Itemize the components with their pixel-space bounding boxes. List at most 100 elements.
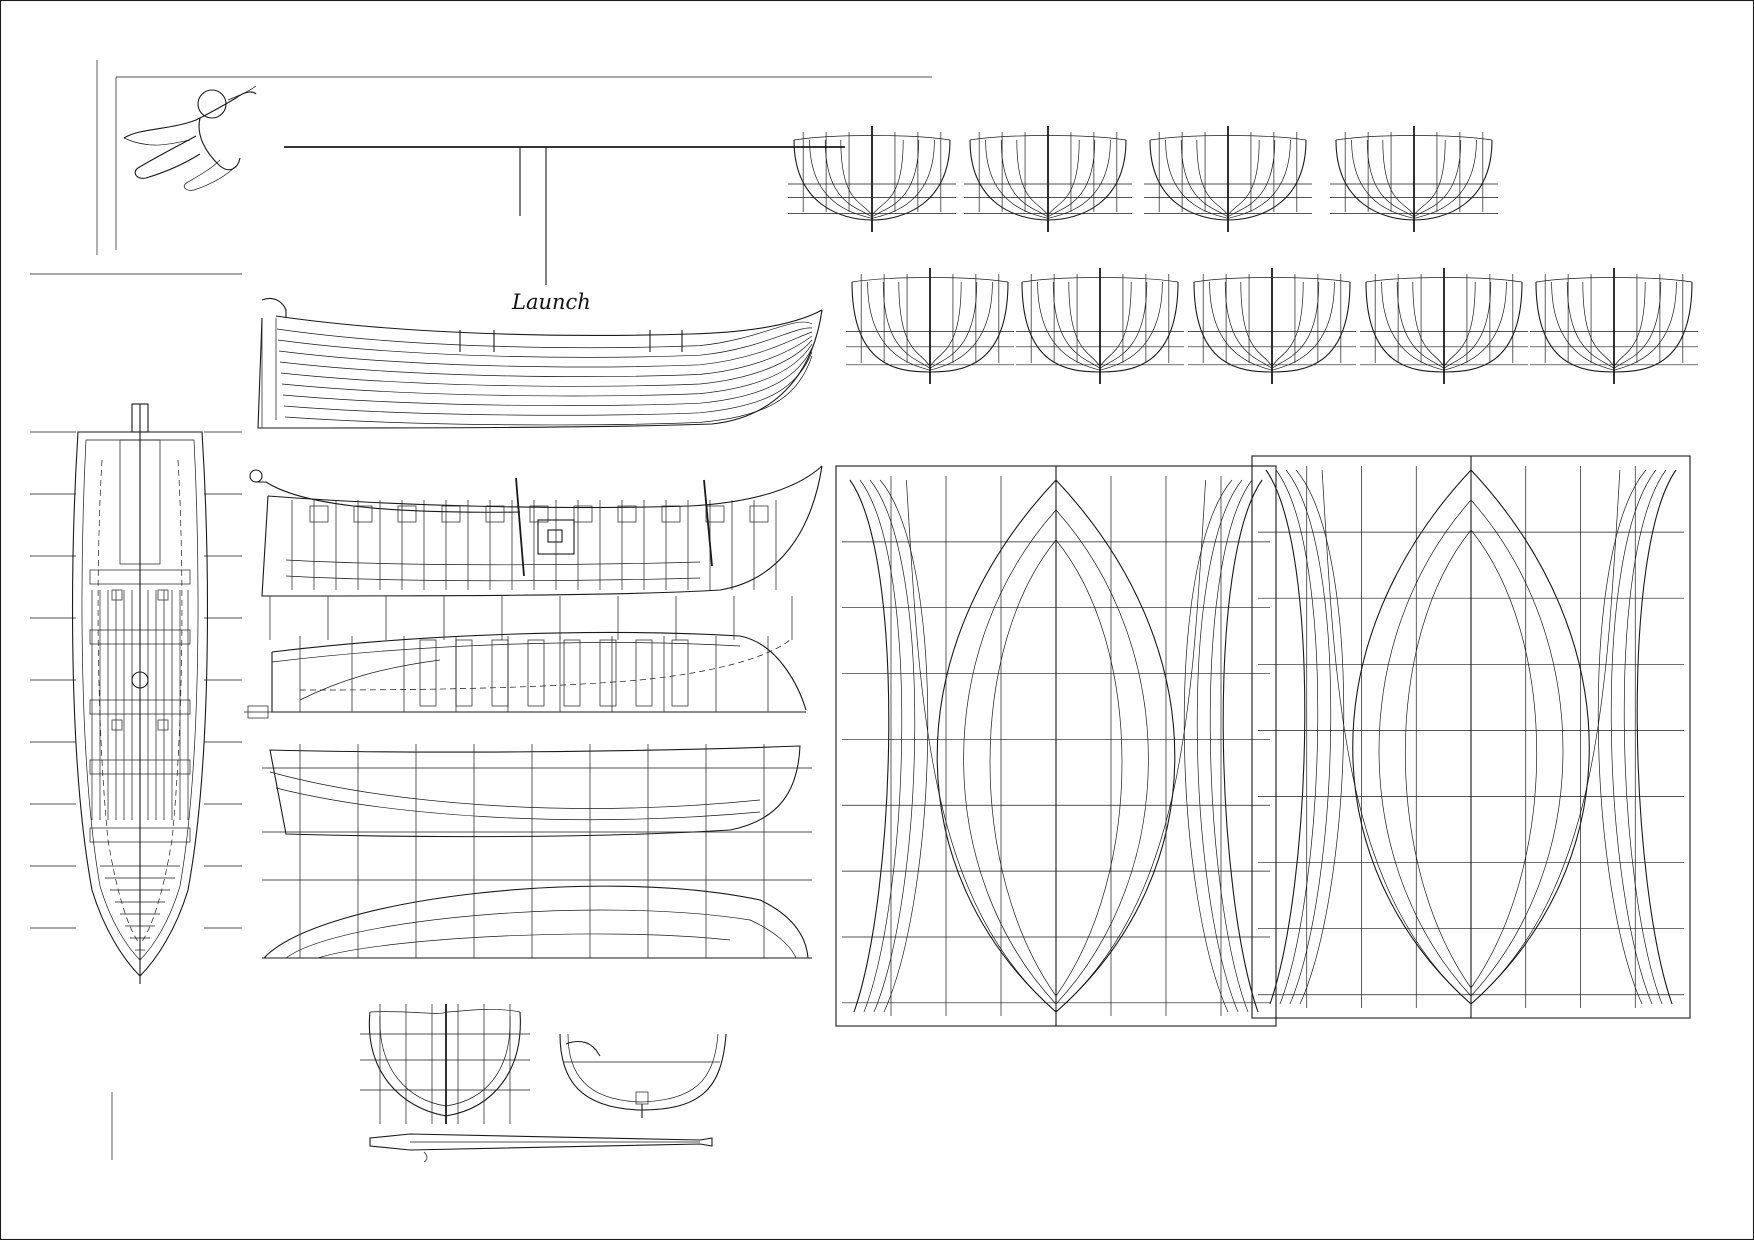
section-line [985, 139, 1049, 219]
development-curve [1209, 479, 1253, 1013]
exterior-profile-view [257, 297, 823, 429]
development-curve [1222, 479, 1263, 1013]
section-line [1227, 139, 1276, 218]
section-line [1613, 281, 1646, 367]
development-curve [1295, 469, 1345, 1005]
section-line [1099, 281, 1148, 369]
body-plan [1188, 268, 1356, 384]
body-plan [788, 126, 956, 232]
frame-development-panel [1251, 455, 1691, 1019]
section-line [1613, 281, 1662, 369]
section-line [1443, 281, 1507, 371]
longitudinal-section-view [244, 631, 807, 719]
section-line [1099, 281, 1163, 371]
section-line [871, 139, 904, 216]
development-curve [1321, 469, 1472, 1005]
plan-thwart [89, 629, 191, 645]
section-line [1566, 281, 1615, 369]
development-curve [849, 479, 890, 1013]
development-lens [963, 509, 1149, 1005]
section-line [867, 281, 931, 371]
section-line [1271, 281, 1304, 367]
section-line [1037, 281, 1101, 371]
section-line [1047, 139, 1080, 216]
development-curve [906, 479, 1057, 1013]
section-line [882, 281, 931, 369]
section-line [840, 139, 873, 216]
development-curve [1597, 469, 1647, 1005]
inboard-thwart-block [441, 505, 461, 523]
plan-thwart [89, 699, 191, 715]
inboard-thwart-block [485, 505, 505, 523]
section-line [1366, 139, 1415, 218]
body-plans-top-row [788, 126, 1498, 232]
frame-development-panel [835, 465, 1277, 1027]
section-frame-block [527, 639, 545, 707]
development-curve [859, 479, 903, 1013]
section-line [1381, 281, 1445, 371]
section-line [1227, 139, 1291, 219]
inboard-thwart-block [749, 505, 769, 523]
section-line [1240, 281, 1273, 367]
section-frame-block [419, 639, 437, 707]
section-line [1613, 281, 1677, 371]
lines-stations [269, 596, 793, 958]
sheet-title: Launch [511, 290, 591, 314]
development-curve [1196, 479, 1243, 1013]
section-line [824, 139, 873, 218]
section-line [1271, 281, 1335, 371]
body-plan [1016, 268, 1184, 384]
inboard-thwart-block [661, 505, 681, 523]
plan-thwart [89, 827, 191, 843]
plan-thole [157, 719, 169, 731]
development-lens [1405, 529, 1537, 989]
inboard-profile-view [249, 465, 823, 597]
section-line [1165, 139, 1229, 219]
plan-thole [111, 589, 123, 601]
inboard-thwart-block [705, 505, 725, 523]
section-line [1351, 139, 1415, 219]
section-line [1227, 139, 1260, 216]
section-frame-block [671, 639, 689, 707]
section-line [929, 281, 978, 369]
plan-thwarts [89, 569, 191, 843]
section-line [1047, 139, 1111, 219]
section-line [1412, 281, 1445, 367]
body-plan [1360, 268, 1528, 384]
plan-thole [111, 719, 123, 731]
development-curve [1610, 469, 1657, 1005]
development-curve [1275, 469, 1319, 1005]
section-line [898, 281, 931, 367]
section-line [1551, 281, 1615, 371]
section-line [1396, 281, 1445, 369]
section-line [1047, 139, 1096, 218]
body-plan [1144, 126, 1312, 232]
inboard-thwart-block [573, 505, 593, 523]
plan-thole [157, 589, 169, 601]
title-frame [30, 60, 932, 1160]
section-frame-block [563, 639, 581, 707]
inboard-thwart-block [397, 505, 417, 523]
section-line [1271, 281, 1320, 369]
inboard-thwart-block [309, 505, 329, 523]
development-curve [1470, 469, 1621, 1005]
midship-section-view [360, 1004, 530, 1124]
inboard-frames [291, 500, 777, 590]
section-line [1180, 139, 1229, 218]
section-line [1016, 139, 1049, 216]
section-line [1413, 139, 1446, 216]
body-plans-middle-row [846, 268, 1698, 384]
section-line [1413, 139, 1462, 218]
body-plan [1330, 126, 1498, 232]
transverse-section-view [559, 1033, 727, 1118]
section-line [871, 139, 920, 218]
lines-view [262, 596, 812, 959]
section-line [1582, 281, 1615, 367]
section-frames [299, 636, 769, 712]
development-curve [1636, 469, 1677, 1005]
development-curve [869, 479, 916, 1013]
plan-grid-ticks [30, 431, 242, 929]
